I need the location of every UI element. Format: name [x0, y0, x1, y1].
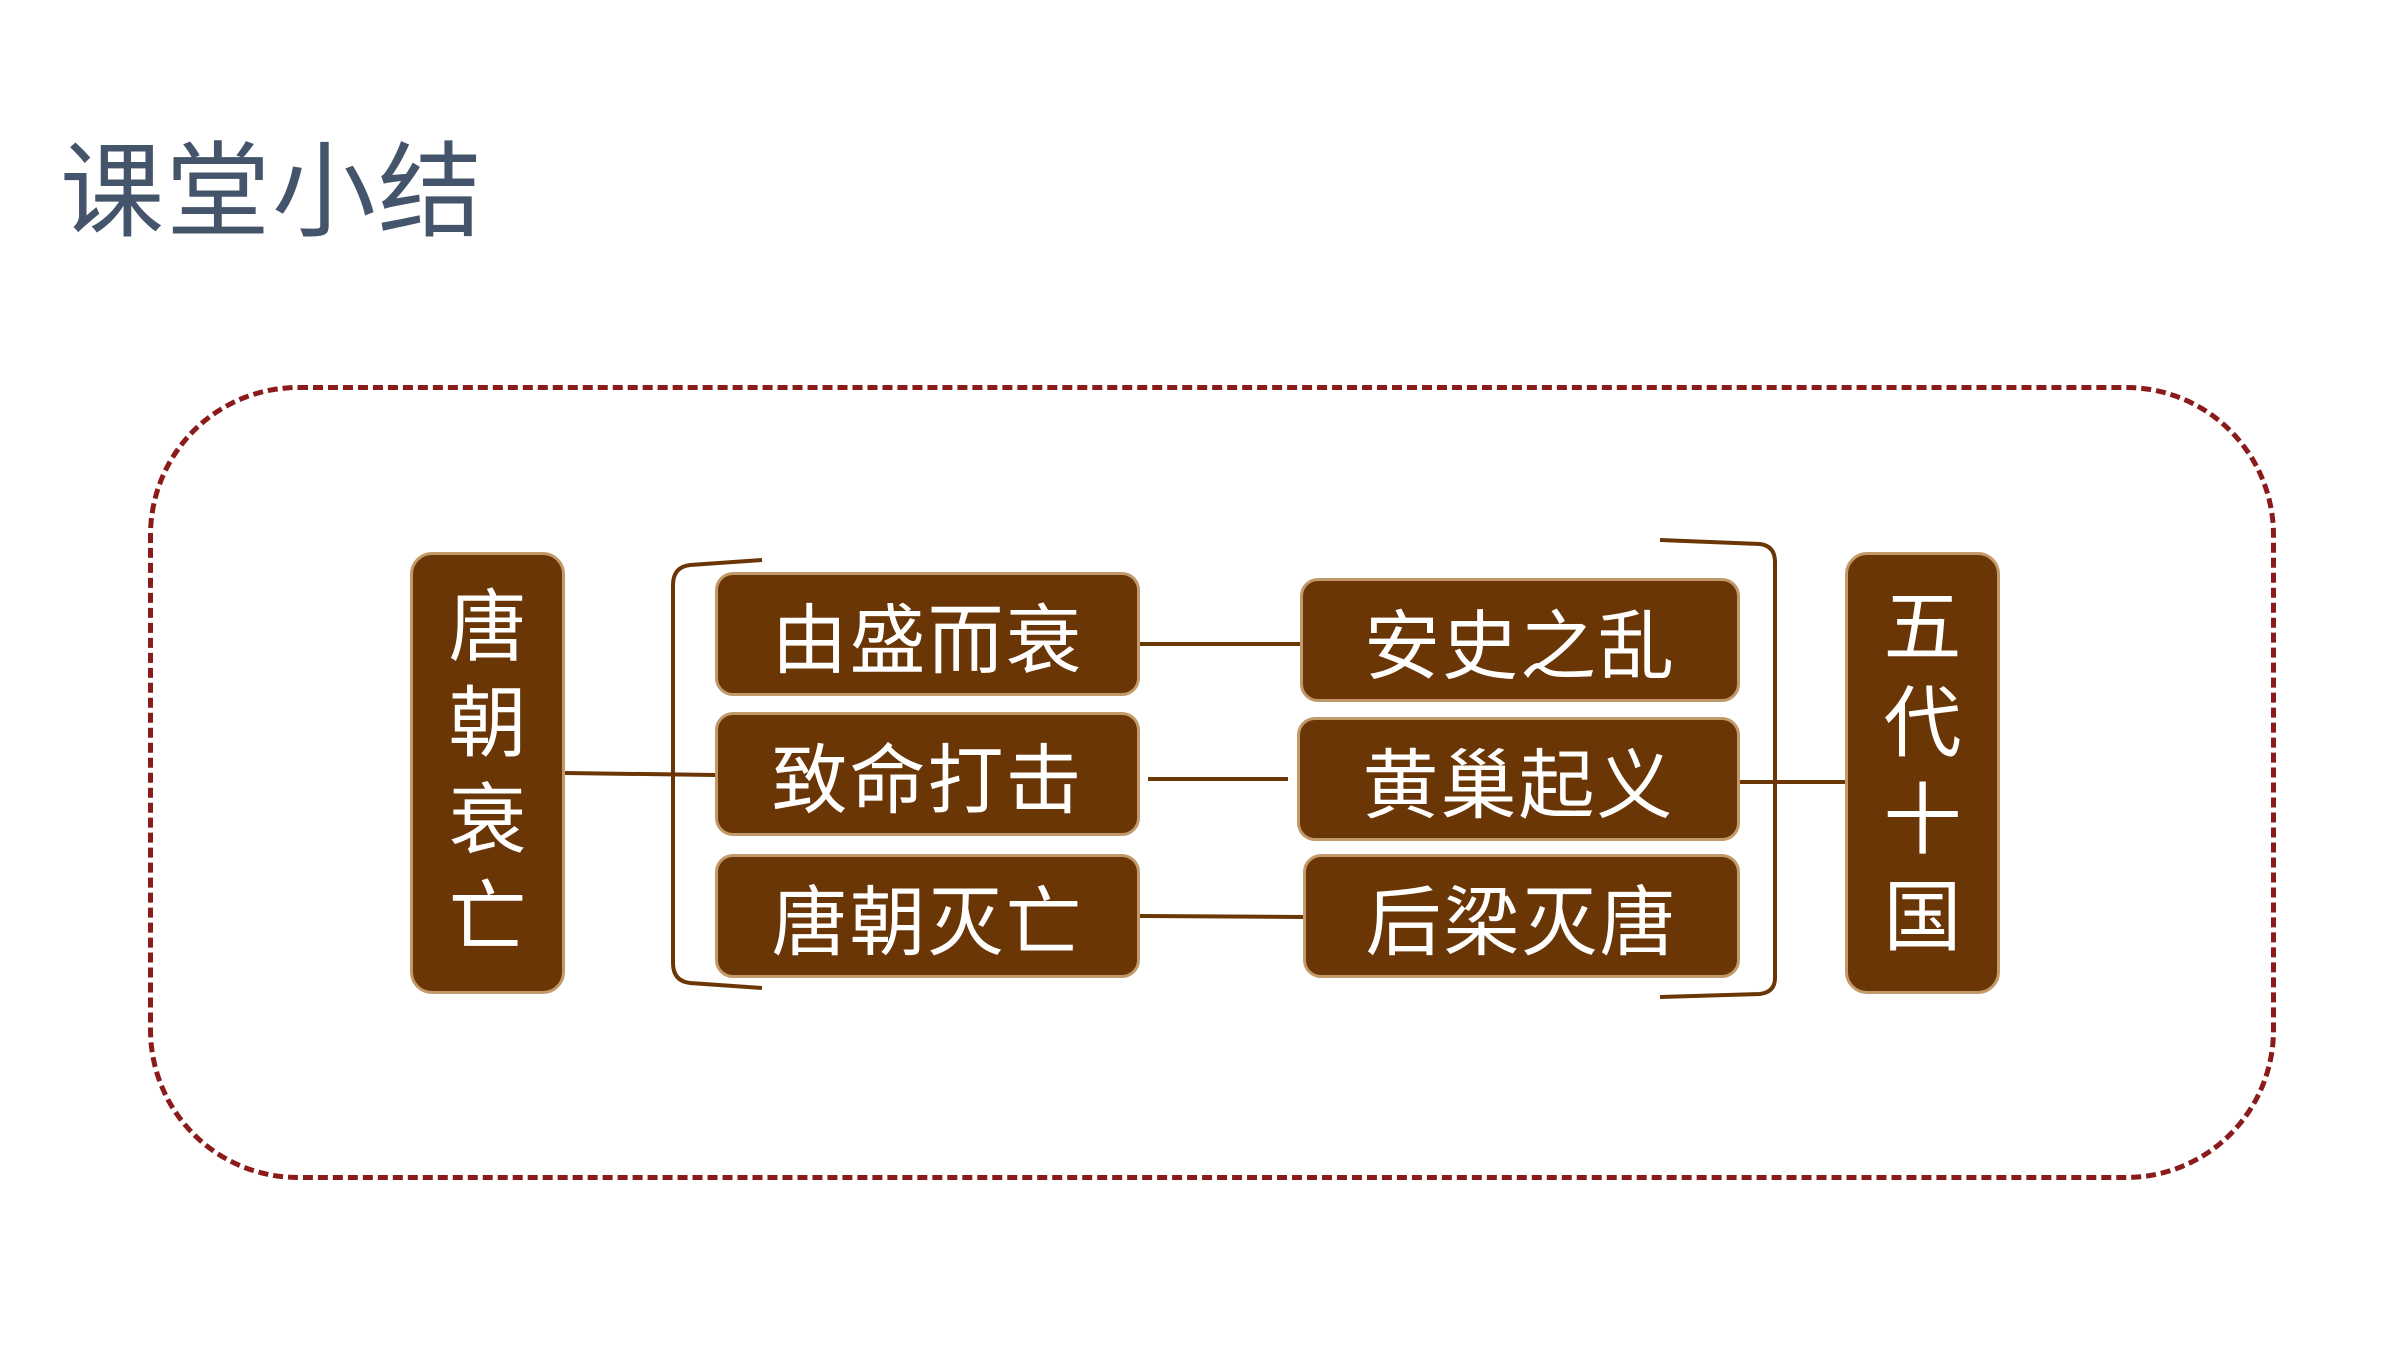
connector-row-3	[1139, 914, 1304, 919]
tang-decline-char: 朝	[448, 679, 527, 770]
stage-box: 唐朝灭亡	[715, 854, 1140, 978]
tang-decline-box: 唐 朝 衰 亡	[410, 552, 565, 994]
stage-box: 由盛而衰	[715, 572, 1140, 696]
tang-decline-char: 亡	[448, 872, 527, 963]
tang-decline-char: 唐	[448, 582, 527, 673]
five-dynasties-char: 十	[1883, 776, 1962, 866]
right-bracket	[1659, 538, 1777, 999]
event-box: 安史之乱	[1300, 578, 1740, 702]
five-dynasties-char: 国	[1883, 872, 1962, 963]
dashed-frame	[148, 385, 2276, 1180]
event-box: 后梁灭唐	[1303, 854, 1740, 978]
five-dynasties-char: 代	[1883, 679, 1962, 770]
left-bracket	[671, 558, 763, 990]
five-dynasties-char: 五	[1883, 582, 1962, 673]
five-dynasties-box: 五 代 十 国	[1845, 552, 2000, 994]
stage-box: 致命打击	[715, 712, 1140, 836]
page-title: 课堂小结	[60, 131, 485, 253]
connector-left-main	[564, 771, 716, 777]
tang-decline-char: 衰	[448, 776, 527, 866]
event-box: 黄巢起义	[1297, 717, 1740, 841]
